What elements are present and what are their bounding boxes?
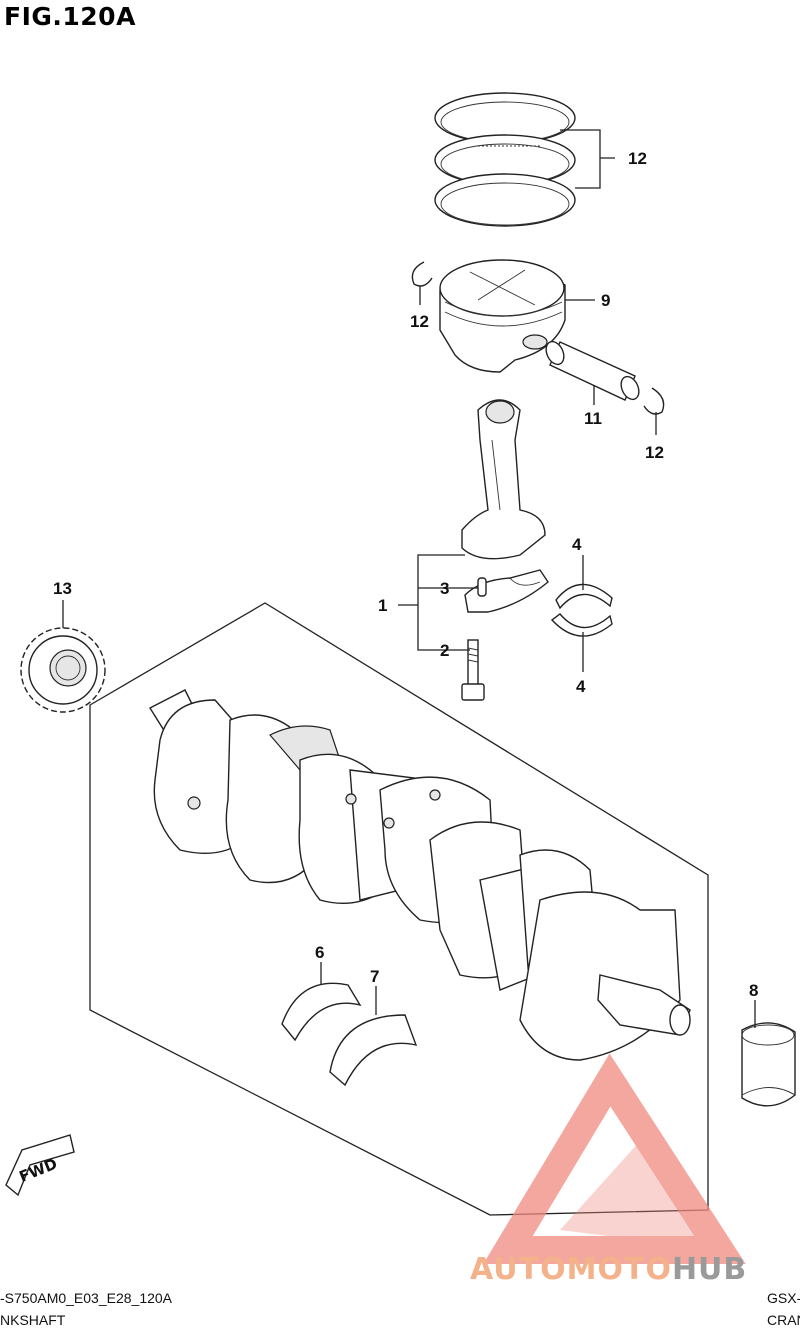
diagram-name-right: CRAN	[767, 1312, 800, 1328]
piston-rings	[434, 92, 576, 227]
conrod-bolt	[461, 639, 485, 701]
crankshaft	[149, 689, 691, 1061]
circlip-upper	[411, 261, 433, 287]
thrust-washer-6	[281, 982, 362, 1042]
dowel-pin	[477, 577, 487, 597]
piston-pin	[545, 340, 640, 401]
watermark-text: AUTOMOTOHUB	[470, 1252, 747, 1287]
main-bearing	[741, 1022, 796, 1107]
callout-11: 11	[584, 409, 602, 428]
figure-title: FIG.120A	[4, 2, 136, 31]
forward-direction-marker: FWD	[5, 1134, 75, 1197]
callout-12-right: 12	[645, 443, 664, 462]
conrod-bearing-upper	[555, 583, 613, 610]
diagram-code-right: GSX-	[767, 1290, 800, 1306]
callout-3: 3	[440, 579, 449, 598]
callout-4-lower: 4	[576, 677, 586, 696]
circlip-lower	[643, 387, 665, 415]
callout-8: 8	[749, 981, 758, 1000]
leader-lines	[62, 129, 756, 1028]
callout-13: 13	[53, 579, 72, 598]
callout-4-upper: 4	[572, 535, 582, 554]
diagram-code-left: -S750AM0_E03_E28_120A	[0, 1290, 173, 1306]
callout-12-left: 12	[410, 312, 429, 331]
callout-6: 6	[315, 943, 324, 962]
watermark-logo-icon	[483, 1053, 746, 1264]
conrod-bearing-lower	[550, 613, 613, 637]
thrust-washer-7	[329, 1014, 418, 1087]
callout-10: 12	[628, 149, 647, 168]
watermark-text-b: HUB	[671, 1252, 748, 1287]
callout-1: 1	[378, 596, 387, 615]
diagram-name-left: NKSHAFT	[0, 1312, 66, 1328]
watermark-text-a: AUTOMOTO	[470, 1252, 672, 1287]
callout-7: 7	[370, 967, 379, 986]
crankshaft-gear	[20, 627, 106, 713]
connecting-rod	[461, 399, 549, 613]
piston	[439, 259, 566, 373]
callout-2: 2	[440, 641, 449, 660]
callout-9: 9	[601, 291, 610, 310]
